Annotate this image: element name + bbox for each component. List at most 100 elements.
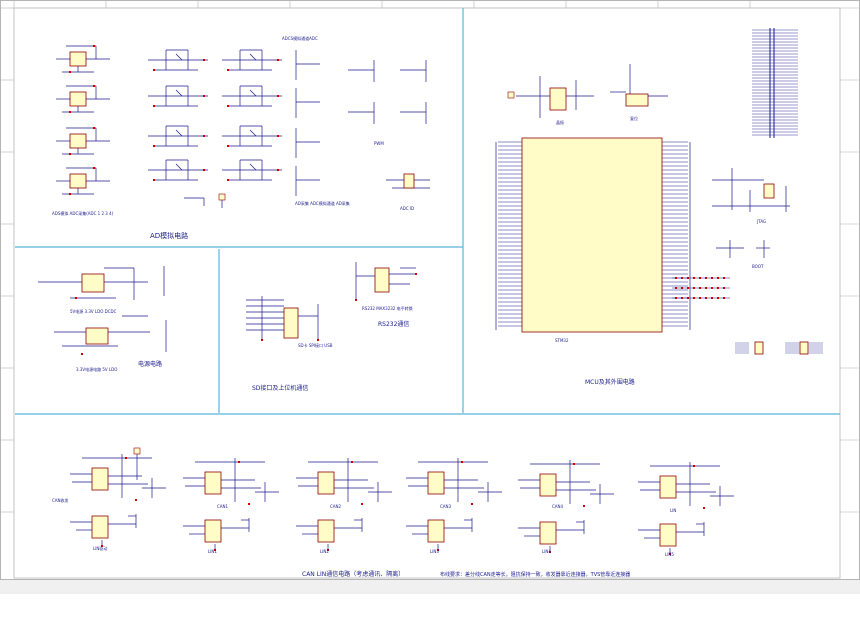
net-junction [699, 287, 701, 289]
wire [249, 53, 257, 61]
net-junction [693, 277, 695, 279]
net-junction [93, 85, 95, 87]
rs232-note: RS232 MAX3232 电平转换 [362, 305, 413, 311]
net-junction [583, 505, 585, 507]
test-point [218, 193, 226, 201]
section-ad: AD模拟电路 ADCS模拟通道ADC ADS模拟 ADC采集(ADC 1 2 3… [52, 35, 414, 240]
capacitor [799, 341, 809, 355]
net-junction [227, 69, 229, 71]
wires [38, 28, 823, 554]
op-amp [69, 51, 87, 67]
net-junction [461, 461, 463, 463]
net-junction [203, 169, 205, 171]
lin-transceiver [659, 523, 677, 547]
net-junction [717, 297, 719, 299]
net-junction [681, 297, 683, 299]
wire [175, 89, 183, 97]
net-junction [277, 135, 279, 137]
net-junction [723, 277, 725, 279]
section-can: CAN LIN通信电路（考虑通讯、隔离） 布线要求：差分线CAN走等长，阻抗保持… [52, 497, 676, 578]
net-junction [705, 297, 707, 299]
net-junction [277, 95, 279, 97]
net-junction [81, 353, 83, 355]
net-junction [361, 503, 363, 505]
mcu-osc-label-1: 晶振 [556, 119, 564, 125]
can-driver-label: LIN3 [430, 549, 439, 554]
net-junction [317, 339, 319, 341]
can-driver-label: LIN驱动 [93, 545, 107, 551]
net-junction [277, 59, 279, 61]
net-junction [277, 169, 279, 171]
op-amp [69, 173, 87, 189]
net-junction [125, 457, 127, 459]
net-junction [693, 465, 695, 467]
mcu-section-title: MCU及其外围电路 [585, 378, 635, 386]
sd-connector [283, 307, 299, 339]
ic-small [403, 173, 415, 189]
mcu-reset-note: JTAG [756, 219, 766, 224]
net-junction [355, 299, 357, 301]
net-junction [693, 297, 695, 299]
inner-border [13, 7, 841, 579]
can-driver-label: LIN2 [320, 549, 329, 554]
net-junction [248, 503, 250, 505]
ad-right-note-2: ADC ID [400, 206, 414, 211]
net-junction [203, 59, 205, 61]
rs232-transceiver [374, 267, 390, 293]
mcu-chip-label: STM32 [555, 338, 569, 343]
power-note-1: 5V电源 3.3V LDO DCDC [70, 308, 117, 314]
regulator [85, 327, 109, 345]
net-junction [93, 167, 95, 169]
crystal [549, 87, 567, 111]
can-driver-label: LIN4 [542, 549, 551, 554]
can-channel-label: CAN4 [552, 504, 564, 509]
net-junction [717, 287, 719, 289]
lin-transceiver [91, 515, 109, 539]
wire [249, 89, 257, 97]
net-junction [93, 45, 95, 47]
can-note: 布线要求：差分线CAN走等长，阻抗保持一致，收发器靠近连接器，TVS管靠近连接器 [440, 571, 630, 578]
can-section-title: CAN LIN通信电路（考虑通讯、隔离） [302, 570, 404, 578]
lin-transceiver [204, 519, 222, 543]
wire [249, 129, 257, 137]
net-junction [153, 145, 155, 147]
net-junction [227, 179, 229, 181]
net-junction [203, 135, 205, 137]
can-channel-label: CAN收发 [52, 497, 69, 503]
net-junction [214, 549, 216, 551]
components [69, 45, 809, 555]
net-junction [437, 549, 439, 551]
net-junction [675, 287, 677, 289]
net-junction [203, 95, 205, 97]
ad-right-note-1: PWM [374, 141, 384, 146]
net-junction [723, 297, 725, 299]
sd-section-title: SD接口及上位机通信 [252, 384, 308, 392]
ad-top-note: ADCS模拟通道ADC [282, 35, 318, 41]
net-junction [227, 105, 229, 107]
net-junction [693, 287, 695, 289]
can-channel-label: CAN1 [217, 504, 229, 509]
net-junction [705, 277, 707, 279]
can-transceiver [204, 471, 222, 495]
net-junction [261, 339, 263, 341]
net-junction [687, 277, 689, 279]
rs232-section-title: RS232通信 [378, 320, 409, 328]
net-junction [675, 277, 677, 279]
lin-transceiver [427, 519, 445, 543]
net-junction [75, 297, 77, 299]
can-channel-label: LIN [670, 508, 676, 513]
op-amp [69, 133, 87, 149]
net-junction [135, 499, 137, 501]
net-junction [69, 71, 71, 73]
net-junction [699, 277, 701, 279]
section-mcu: MCU及其外围电路 STM32 晶振 复位 JTAG BOOT [555, 115, 766, 386]
wire [175, 129, 183, 137]
jtag-header [763, 183, 775, 199]
can-channel-label: CAN3 [440, 504, 452, 509]
net-junction [711, 277, 713, 279]
wire [175, 163, 183, 171]
net-junction [415, 273, 417, 275]
power-note-2: 3.3V电源电路 5V LDO [76, 366, 117, 372]
net-junction [471, 503, 473, 505]
